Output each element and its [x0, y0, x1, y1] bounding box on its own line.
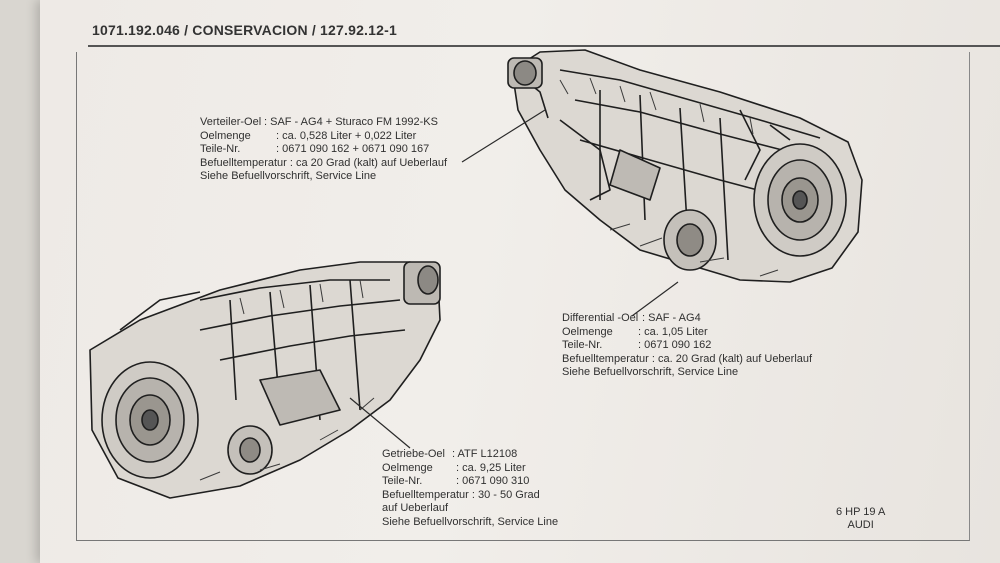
- gear-fill-temp: Befuelltemperatur : 30 - 50 Grad: [382, 488, 540, 501]
- diff-quantity-label: Oelmenge: [562, 325, 613, 338]
- transfer-quantity-value: : ca. 0,528 Liter + 0,022 Liter: [276, 129, 417, 142]
- model-designation: 6 HP 19 A AUDI: [836, 506, 885, 532]
- gear-part-row: Teile-Nr. : 0671 090 310: [382, 475, 558, 489]
- gear-oil-value: : ATF L12108: [452, 448, 518, 460]
- diff-quantity-value: : ca. 1,05 Liter: [638, 325, 708, 338]
- diff-quantity-row: Oelmenge : ca. 1,05 Liter: [562, 326, 812, 340]
- diff-part-label: Teile-Nr.: [562, 339, 603, 352]
- differential-annotation: Differential -Oel: SAF - AG4 Oelmenge : c…: [562, 312, 812, 380]
- document-header: 1071.192.046 / CONSERVACION / 127.92.12-…: [92, 22, 397, 38]
- drawing-frame: [76, 52, 970, 541]
- model-brand: AUDI: [847, 519, 874, 531]
- transfer-part-label: Teile-Nr.: [200, 143, 241, 156]
- gear-part-value: : 0671 090 310: [456, 475, 530, 488]
- diff-oil-label: Differential -Oel: [562, 312, 639, 324]
- transfer-oil-value: : SAF - AG4 + Sturaco FM 1992-KS: [264, 116, 438, 128]
- transfer-quantity-label: Oelmenge: [200, 129, 251, 142]
- header-rule: [88, 45, 1000, 47]
- transfer-part-value: : 0671 090 162 + 0671 090 167: [276, 143, 430, 156]
- gear-oil-row: Getriebe-Oel : ATF L12108: [382, 448, 558, 462]
- diff-oil-value: : SAF - AG4: [642, 312, 701, 324]
- transfer-box-annotation: Verteiler-Oel: SAF - AG4 + Sturaco FM 19…: [200, 116, 447, 184]
- diff-part-row: Teile-Nr. : 0671 090 162: [562, 339, 812, 353]
- gear-overflow-note: auf Ueberlauf: [382, 502, 449, 515]
- gear-quantity-value: : ca. 9,25 Liter: [456, 461, 526, 474]
- model-code: 6 HP 19 A: [836, 506, 886, 518]
- transfer-service-note: Siehe Befuellvorschrift, Service Line: [200, 170, 377, 183]
- diff-part-value: : 0671 090 162: [638, 339, 712, 352]
- gear-quantity-label: Oelmenge: [382, 461, 433, 474]
- gearbox-annotation: Getriebe-Oel : ATF L12108 Oelmenge : ca. 9…: [382, 448, 558, 530]
- diff-service-note: Siehe Befuellvorschrift, Service Line: [562, 366, 739, 379]
- diff-oil-row: Differential -Oel: SAF - AG4: [562, 312, 812, 326]
- transfer-quantity-row: Oelmenge : ca. 0,528 Liter + 0,022 Liter: [200, 130, 447, 144]
- transfer-oil-row: Verteiler-Oel: SAF - AG4 + Sturaco FM 19…: [200, 116, 447, 130]
- gear-service-note: Siehe Befuellvorschrift, Service Line: [382, 515, 559, 528]
- gear-part-label: Teile-Nr.: [382, 475, 423, 488]
- transfer-part-row: Teile-Nr. : 0671 090 162 + 0671 090 167: [200, 143, 447, 157]
- gear-oil-label: Getriebe-Oel: [382, 448, 445, 460]
- diff-fill-temp: Befuelltemperatur : ca. 20 Grad (kalt) a…: [562, 352, 813, 365]
- transfer-fill-temp: Befuelltemperatur : ca 20 Grad (kalt) au…: [200, 156, 448, 169]
- gear-quantity-row: Oelmenge : ca. 9,25 Liter: [382, 462, 558, 476]
- transfer-oil-label: Verteiler-Oel: [200, 116, 262, 128]
